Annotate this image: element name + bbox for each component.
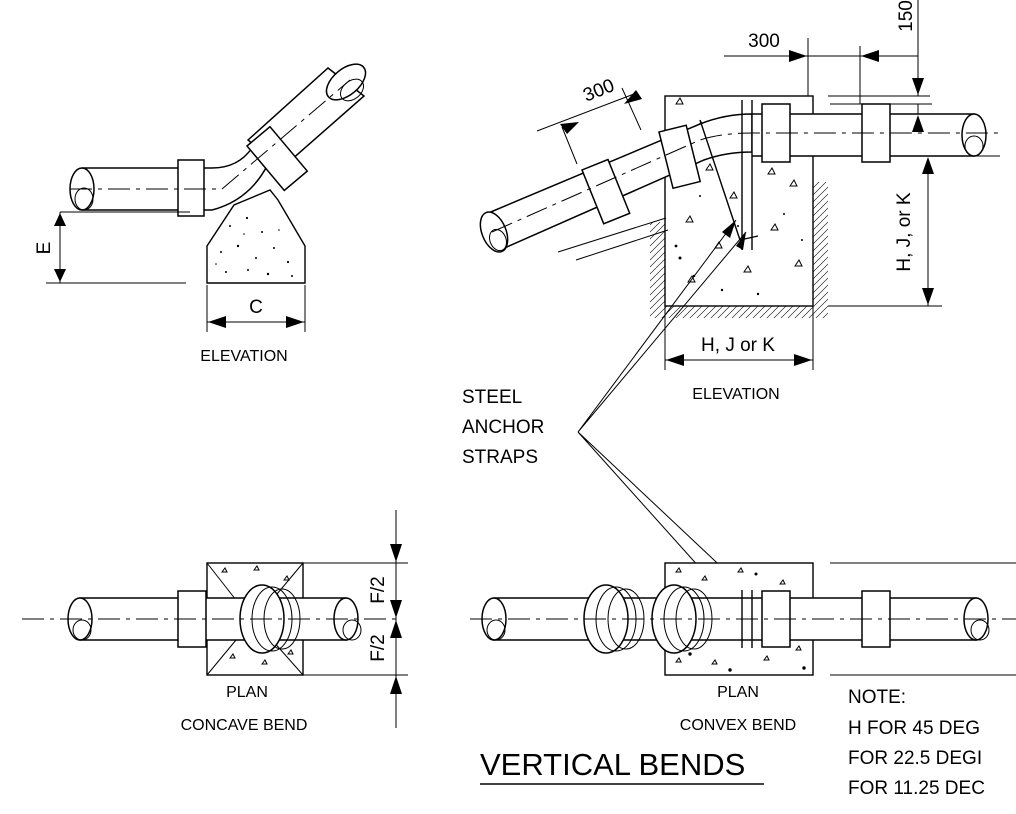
drawing-title: VERTICAL BENDS — [480, 747, 764, 785]
concave-bend-label: CONCAVE BEND — [181, 717, 308, 734]
concave-pipe-horizontal — [82, 140, 273, 211]
anchor-strap-callout: STEEL ANCHOR STRAPS — [462, 219, 749, 593]
convex-dim-300-top: 300 — [748, 31, 780, 52]
convex-dim-width: H, J or K — [701, 335, 775, 356]
concave-centerline — [70, 79, 351, 190]
convex-plan: PLAN CONVEX BEND — [470, 562, 1016, 734]
convex-anchor-strap-elev — [699, 100, 759, 250]
concave-coupling-incline — [245, 125, 309, 192]
convex-dim-height: H, J, or K — [894, 192, 915, 272]
concave-dim-c: C — [249, 297, 263, 318]
title-text: VERTICAL BENDS — [480, 747, 745, 782]
convex-elevation: 300 300 150 H, J, or K H, J or K ELEVATI… — [479, 0, 1000, 403]
concave-plan-label: PLAN — [226, 684, 268, 701]
concave-dim-e: E — [34, 242, 55, 255]
note-line-2: FOR 22.5 DEGI — [848, 748, 982, 769]
concave-dim-f-top: F/2 — [368, 576, 389, 603]
concave-dim-f-bottom: F/2 — [368, 634, 389, 661]
convex-pipe-end-left — [479, 211, 509, 253]
callout-line-3: STRAPS — [462, 447, 538, 468]
callout-line-2: ANCHOR — [462, 417, 544, 438]
convex-bend-label: CONVEX BEND — [680, 717, 796, 734]
note-line-1: H FOR 45 DEG — [848, 718, 980, 739]
convex-elevation-label: ELEVATION — [692, 386, 779, 403]
note-line-3: FOR 11.25 DEC — [848, 778, 985, 799]
note-block: NOTE: H FOR 45 DEG FOR 22.5 DEGI FOR 11.… — [848, 687, 985, 799]
concave-elevation: E C ELEVATION — [34, 63, 367, 365]
concave-block-speckles — [215, 216, 293, 277]
concave-elevation-label: ELEVATION — [200, 348, 287, 365]
concave-thrust-block — [206, 189, 306, 284]
concave-plan: F/2 F/2 PLAN CONCAVE BEND — [22, 510, 408, 734]
convex-dim-150: 150 — [896, 0, 917, 32]
callout-leaders — [577, 219, 749, 593]
convex-coupling-angled — [581, 158, 631, 225]
convex-plan-label: PLAN — [717, 684, 759, 701]
concave-coupling-left — [177, 159, 205, 217]
note-heading: NOTE: — [848, 687, 906, 708]
convex-coupling-block-angled — [658, 124, 702, 190]
callout-line-1: STEEL — [462, 387, 522, 408]
